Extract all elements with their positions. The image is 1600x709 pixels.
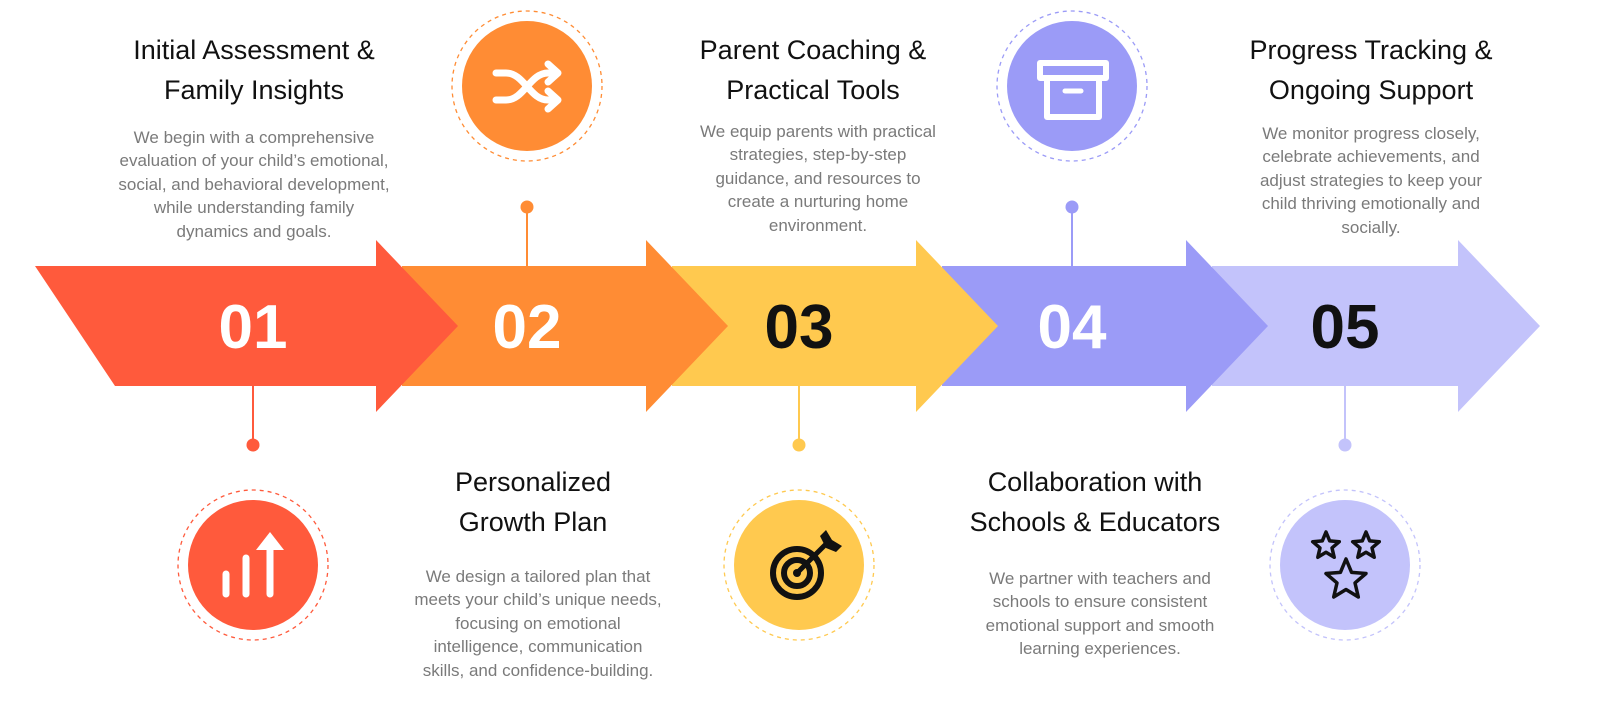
step-4-connector-dot xyxy=(1065,200,1079,214)
step-1-connector-dot xyxy=(246,438,260,452)
step-2-icon-ring xyxy=(451,10,603,162)
step-2-number: 02 xyxy=(493,293,562,362)
shuffle-icon xyxy=(492,60,562,113)
step-1-number: 01 xyxy=(219,293,288,362)
step-5-title: Progress Tracking & Ongoing Support xyxy=(1249,35,1493,105)
step-3-icon-ring xyxy=(723,489,875,641)
step-3-arrow xyxy=(672,240,998,412)
step-2-arrow xyxy=(402,240,728,412)
step-3-number: 03 xyxy=(765,293,834,362)
step-2-description: We design a tailored plan that meets you… xyxy=(414,567,662,680)
step-3-connector-dot xyxy=(792,438,806,452)
step-2-connector-dot xyxy=(520,200,534,214)
step-5-arrow xyxy=(1212,240,1540,412)
step-1-arrow xyxy=(35,240,458,412)
stars-icon xyxy=(1310,530,1382,599)
step-3-description: We equip parents with practical strategi… xyxy=(700,122,936,235)
step-4-title: Collaboration with Schools & Educators xyxy=(969,467,1221,537)
bar-chart-arrow-icon xyxy=(222,532,284,598)
step-5-number: 05 xyxy=(1311,293,1380,362)
step-4-icon-ring xyxy=(996,10,1148,162)
step-3-icon-circle xyxy=(734,500,864,630)
step-4-icon-circle xyxy=(1007,21,1137,151)
step-4-description: We partner with teachers and schools to … xyxy=(985,569,1215,659)
archive-box-icon xyxy=(1037,60,1109,120)
step-1-title: Initial Assessment & Family Insights xyxy=(133,35,375,105)
step-5-description: We monitor progress closely, celebrate a… xyxy=(1259,124,1483,237)
target-arrow-icon xyxy=(770,530,842,600)
step-4-arrow xyxy=(942,240,1268,412)
step-1-icon-ring xyxy=(177,489,329,641)
step-1-icon-circle xyxy=(188,500,318,630)
step-2-title: Personalized Growth Plan xyxy=(454,467,612,537)
step-1-description: We begin with a comprehensive evaluation… xyxy=(118,128,390,241)
step-4-number: 04 xyxy=(1038,293,1107,362)
step-5-icon-ring xyxy=(1269,489,1421,641)
step-3-title: Parent Coaching & Practical Tools xyxy=(699,35,927,105)
step-5-connector-dot xyxy=(1338,438,1352,452)
